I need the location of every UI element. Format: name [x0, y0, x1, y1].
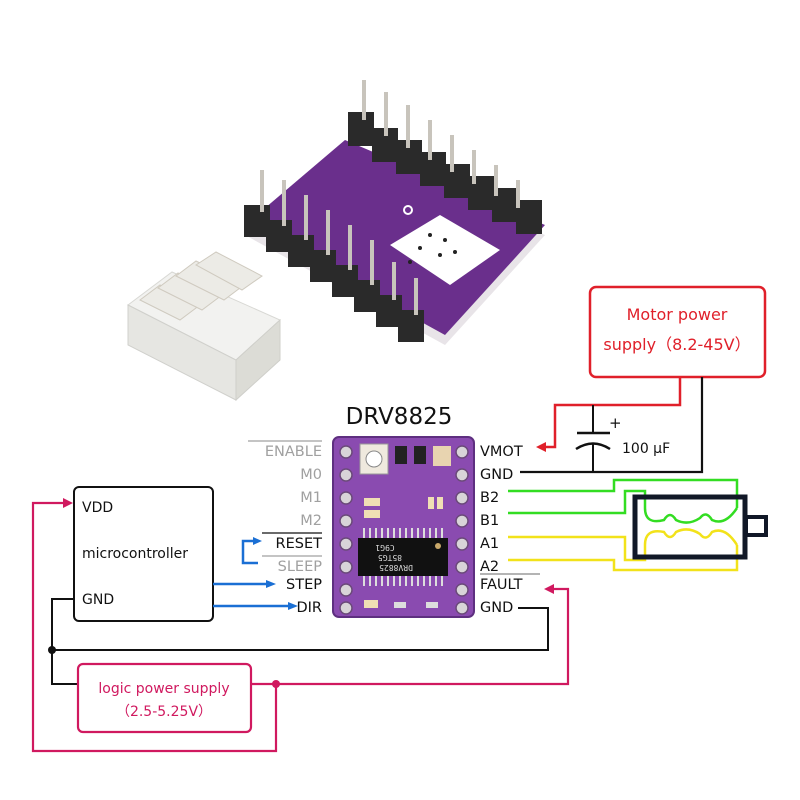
pin-gnd-motor: GND: [480, 467, 513, 483]
header-front-row: [244, 170, 424, 342]
b2-wire: [508, 478, 739, 508]
vdd-wire: [31, 501, 278, 753]
reset-sleep-bridge: [241, 539, 258, 565]
pin-b1: B1: [480, 513, 499, 529]
pin-enable: ENABLE: [265, 444, 322, 460]
pin-m1: M1: [300, 490, 322, 506]
vdd-arrow: [63, 498, 73, 508]
pin-m0: M0: [300, 467, 322, 483]
coil-b-wires: [508, 478, 739, 524]
a2-wire: [508, 545, 739, 572]
microcontroller-block: VDD microcontroller GND: [73, 486, 214, 622]
motor-supply-line2: supply（8.2-45V）: [603, 335, 750, 354]
pin-gnd-logic: GND: [480, 600, 513, 616]
ic-marking-1: DRV8825: [379, 563, 413, 572]
pin-pads: [339, 445, 469, 615]
pin-a1: A1: [480, 536, 499, 552]
coil-b: [643, 507, 739, 524]
motor-power-supply: Motor power supply（8.2-45V）: [588, 285, 767, 379]
ic-marking-3: C9G1: [375, 543, 394, 552]
capacitor-value: 100 µF: [622, 441, 670, 457]
heatsink: [127, 251, 281, 402]
dir-arrow: [288, 602, 298, 610]
pin-fault: FAULT: [480, 577, 523, 593]
vmot-arrow: [536, 442, 546, 452]
pcb-module: [245, 140, 545, 345]
right-pin-labels: VMOT GND B2 B1 A1 A2 FAULT GND: [480, 444, 540, 616]
pin-reset: RESET: [276, 536, 323, 552]
fault-arrow: [544, 584, 554, 594]
coil-a: [643, 528, 739, 546]
mcu-gnd-wire: [51, 598, 78, 685]
a1-wire: [508, 535, 647, 562]
pin-sleep: SLEEP: [278, 559, 323, 575]
reset-arrow: [253, 537, 262, 545]
mcu-name: microcontroller: [82, 546, 188, 562]
chip-title: DRV8825: [346, 404, 453, 430]
pin-vmot: VMOT: [480, 444, 523, 460]
signal-wires: [213, 539, 290, 608]
logic-gnd-wire: [52, 607, 549, 651]
capacitor: + 100 µF: [575, 405, 670, 472]
left-pin-labels: ENABLE M0 M1 M2 RESET SLEEP STEP DIR: [248, 440, 323, 616]
logic-power-supply: logic power supply （2.5-5.25V）: [76, 662, 253, 734]
header-back-row: [348, 80, 542, 234]
coil-a-wires: [508, 528, 739, 572]
drv8825-board: C9G1 85TG5 DRV8825: [332, 436, 475, 618]
gnd-junction: [48, 646, 56, 654]
motor-gnd-wire: [520, 377, 704, 474]
pin-m2: M2: [300, 513, 322, 529]
motor-supply-line1: Motor power: [627, 305, 728, 324]
logic-ground-wires: [51, 598, 549, 685]
capacitor-plus: +: [609, 414, 622, 432]
pin-a2: A2: [480, 559, 499, 575]
logic-supply-line1: logic power supply: [98, 681, 229, 697]
mcu-gnd-label: GND: [82, 592, 114, 608]
stepper-motor: [632, 494, 768, 560]
ic-marking-2: 85TG5: [378, 553, 402, 562]
logic-supply-line2: （2.5-5.25V）: [116, 704, 212, 720]
step-arrow: [266, 580, 276, 588]
fault-pullup-wire: [251, 587, 570, 686]
mcu-vdd-label: VDD: [82, 500, 113, 516]
pin-b2: B2: [480, 490, 499, 506]
vdd-junction: [272, 680, 280, 688]
logic-power-wires: [31, 501, 570, 753]
pin-dir: DIR: [296, 600, 322, 616]
b1-wire: [508, 489, 647, 515]
ic-pins: [363, 528, 443, 586]
vmot-wire: [545, 377, 682, 449]
product-photo: [127, 80, 545, 402]
pin-step: STEP: [286, 577, 322, 593]
driver-ic: [358, 538, 448, 576]
